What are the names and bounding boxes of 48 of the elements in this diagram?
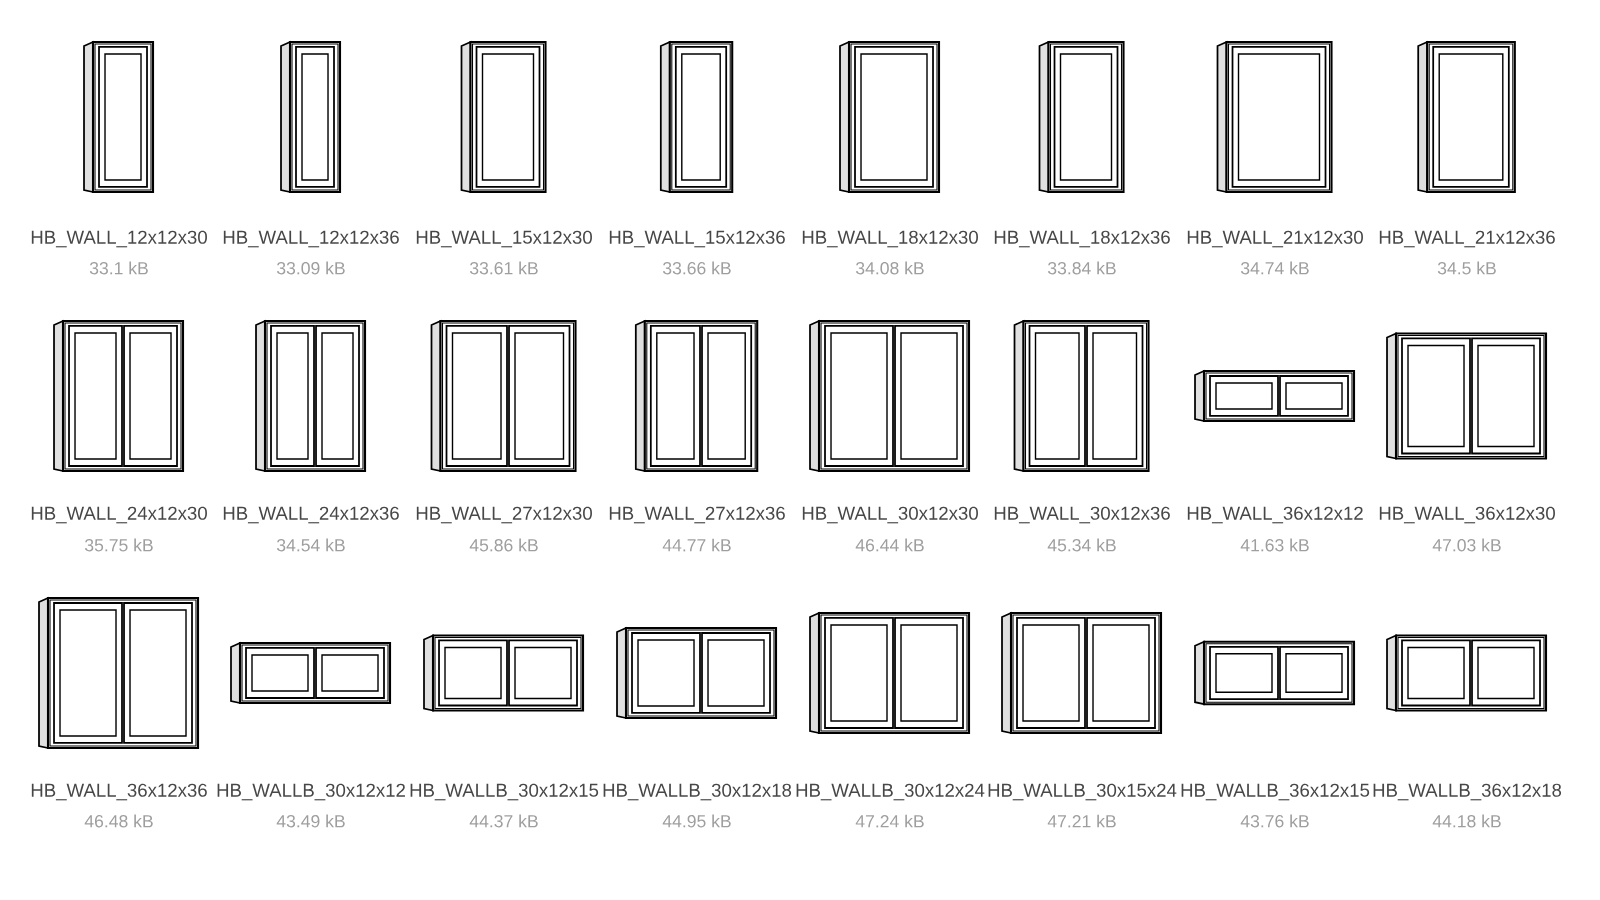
file-size: 46.44 kB [855, 538, 924, 552]
file-size: 45.34 kB [1047, 538, 1116, 552]
file-name: HB_WALL_27x12x36 [609, 506, 785, 524]
file-name: HB_WALL_15x12x30 [416, 230, 592, 248]
file-name: HB_WALL_21x12x36 [1379, 230, 1555, 248]
file-name: HB_WALL_12x12x36 [223, 230, 399, 248]
file-name: HB_WALL_36x12x30 [1379, 506, 1555, 524]
file-size: 47.24 kB [855, 814, 924, 828]
file-name: HB_WALLB_36x12x15 [1181, 783, 1370, 801]
file-size: 33.66 kB [663, 261, 731, 275]
file-name: HB_WALL_36x12x12 [1187, 506, 1363, 524]
file-size: 44.95 kB [662, 814, 731, 828]
file-size: 44.37 kB [469, 814, 538, 828]
file-name: HB_WALL_24x12x30 [31, 506, 207, 524]
file-size: 34.54 kB [277, 538, 345, 552]
file-name: HB_WALL_18x12x36 [994, 230, 1170, 248]
file-name: HB_WALL_18x12x30 [802, 230, 978, 248]
file-name: HB_WALLB_30x15x24 [988, 783, 1177, 801]
file-size: 45.86 kB [469, 538, 538, 552]
file-name: HB_WALL_15x12x36 [609, 230, 785, 248]
file-name: HB_WALLB_30x12x12 [217, 783, 405, 801]
file-name: HB_WALL_27x12x30 [416, 506, 592, 524]
file-name: HB_WALLB_30x12x18 [603, 783, 792, 801]
file-name: HB_WALLB_30x12x15 [410, 783, 599, 801]
file-name: HB_WALL_30x12x30 [802, 506, 978, 524]
file-name: HB_WALL_21x12x30 [1187, 230, 1363, 248]
file-size: 47.03 kB [1432, 538, 1501, 552]
file-size: 34.5 kB [1437, 261, 1496, 275]
file-name: HB_WALL_36x12x36 [31, 783, 207, 801]
file-name: HB_WALL_12x12x30 [31, 230, 207, 248]
file-size: 34.08 kB [856, 261, 924, 275]
file-size: 33.1 kB [89, 261, 148, 275]
file-size: 41.63 kB [1240, 538, 1309, 552]
file-size: 33.09 kB [277, 261, 345, 275]
file-size: 33.61 kB [470, 261, 538, 275]
file-name: HB_WALLB_30x12x24 [796, 783, 985, 801]
file-name: HB_WALLB_36x12x18 [1373, 783, 1562, 801]
file-size: 44.18 kB [1432, 814, 1501, 828]
file-size: 44.77 kB [662, 538, 731, 552]
file-size: 33.84 kB [1048, 261, 1116, 275]
file-size: 35.75 kB [85, 538, 153, 552]
file-size: 34.74 kB [1241, 261, 1309, 275]
file-name: HB_WALL_24x12x36 [223, 506, 399, 524]
file-size: 43.49 kB [276, 814, 345, 828]
file-size: 43.76 kB [1240, 814, 1309, 828]
file-size: 47.21 kB [1047, 814, 1116, 828]
file-name: HB_WALL_30x12x36 [994, 506, 1170, 524]
file-size: 46.48 kB [84, 814, 153, 828]
